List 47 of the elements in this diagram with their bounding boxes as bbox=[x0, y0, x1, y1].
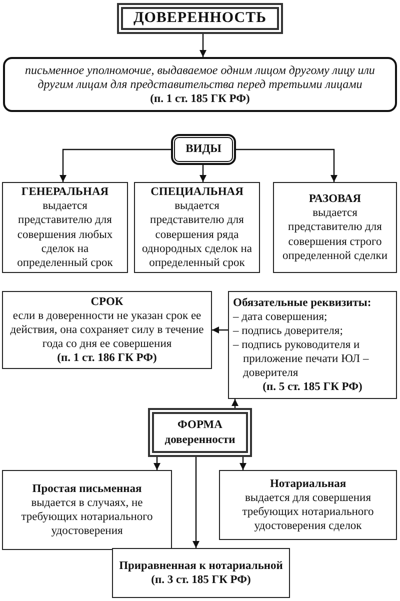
list-item: – дата совершения; bbox=[233, 310, 328, 324]
list-item: – подпись доверителя; bbox=[233, 324, 344, 338]
heading: Приравненная к нотариальной bbox=[119, 558, 283, 573]
law-reference: (п. 3 ст. 185 ГК РФ) bbox=[151, 573, 251, 588]
law-reference: доверенности bbox=[164, 432, 236, 447]
description: выдается представителю для совершения строго определенной сделки bbox=[281, 206, 389, 263]
arrow bbox=[240, 457, 246, 470]
description: выдается для совершения требующих нотариального удостоверения сделок bbox=[241, 490, 375, 534]
type-box bbox=[273, 182, 397, 273]
description: выдается представителю для совершения ряда однородных сделок на определенный срок bbox=[141, 199, 253, 270]
heading: СПЕЦИАЛЬНАЯ bbox=[150, 185, 244, 200]
form-box bbox=[148, 408, 252, 457]
heading: СРОК bbox=[90, 294, 124, 309]
arrow bbox=[154, 457, 160, 470]
arrow bbox=[212, 326, 228, 334]
heading: ВИДЫ bbox=[186, 142, 222, 156]
description: если в доверенности не указан срок ее действия, она сохраняет силу в течение года со дня ее совершения bbox=[9, 308, 205, 352]
requisites-box bbox=[228, 291, 397, 399]
arrow bbox=[200, 164, 206, 182]
definition-box bbox=[3, 57, 397, 112]
law-reference: (п. 5 ст. 185 ГК РФ) bbox=[262, 380, 362, 394]
heading: Нотариальная bbox=[270, 476, 346, 491]
category-box bbox=[172, 135, 235, 164]
arrow bbox=[200, 34, 206, 57]
heading: Простая письменная bbox=[32, 482, 142, 496]
heading: ГЕНЕРАЛЬНАЯ bbox=[21, 185, 109, 200]
list-item: – подпись руководителя и приложение печати ЮЛ – доверителя bbox=[233, 338, 370, 380]
heading: письменное уполномочие, выдаваемое одним лицом другому лицу или другим лицам для представительства перед третьими лицами bbox=[24, 62, 376, 92]
heading: ДОВЕРЕННОСТЬ bbox=[133, 9, 267, 28]
type-box bbox=[2, 182, 128, 273]
arrow bbox=[60, 148, 172, 182]
description: выдается в случаях, не требующих нотариального удостоверения bbox=[20, 496, 154, 538]
form-type-box bbox=[112, 548, 290, 598]
law-reference: (п. 1 ст. 185 ГК РФ) bbox=[150, 92, 250, 106]
form-type-box bbox=[2, 470, 172, 550]
description: выдается представителю для совершения любых сделок на определенный срок bbox=[16, 199, 114, 270]
form-type-box bbox=[219, 470, 397, 540]
title-box bbox=[117, 3, 283, 34]
type-box bbox=[134, 182, 260, 273]
law-reference: (п. 1 ст. 186 ГК РФ) bbox=[57, 351, 157, 366]
term-box bbox=[2, 291, 212, 369]
heading: ФОРМА bbox=[178, 418, 222, 432]
heading: Обязательные реквизиты: bbox=[233, 296, 372, 310]
arrow bbox=[235, 148, 338, 182]
arrow bbox=[192, 457, 200, 548]
heading: РАЗОВАЯ bbox=[308, 192, 362, 206]
arrow bbox=[232, 399, 238, 408]
